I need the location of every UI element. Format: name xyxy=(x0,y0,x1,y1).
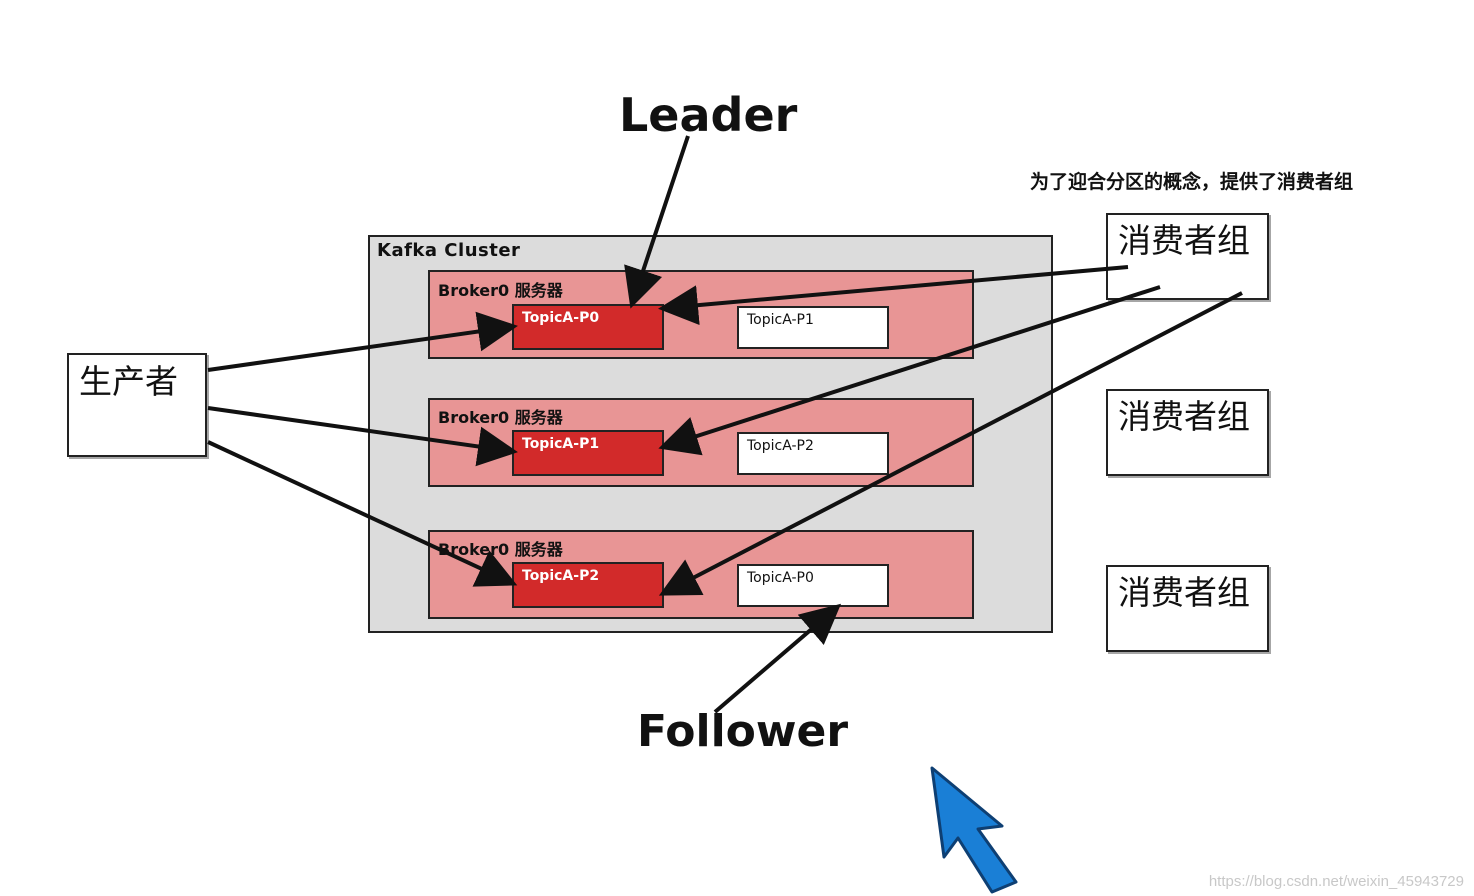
broker-0-leader-partition: TopicA-P0 xyxy=(512,304,664,350)
consumer-group-3-label: 消费者组 xyxy=(1118,573,1250,612)
broker-0-follower-partition: TopicA-P1 xyxy=(737,306,889,349)
broker-2-follower-partition: TopicA-P0 xyxy=(737,564,889,607)
broker-1-label: Broker0 服务器 xyxy=(438,408,563,427)
arrow-leader-label xyxy=(624,135,690,309)
consumer-group-1: 消费者组 xyxy=(1106,213,1269,300)
arrow-producer-to-p2 xyxy=(207,440,518,587)
broker-0-label: Broker0 服务器 xyxy=(438,281,563,300)
consumer-group-note: 为了迎合分区的概念，提供了消费者组 xyxy=(1030,171,1354,193)
arrow-consumer-to-p1 xyxy=(658,285,1161,456)
producer-label: 生产者 xyxy=(79,362,178,401)
broker-1-follower-partition: TopicA-P2 xyxy=(737,432,889,475)
broker-2-label: Broker0 服务器 xyxy=(438,540,563,559)
arrow-follower-label xyxy=(713,603,842,714)
producer-box: 生产者 xyxy=(67,353,207,457)
leader-label: Leader xyxy=(619,88,798,142)
broker-1-leader-partition: TopicA-P1 xyxy=(512,430,664,476)
arrow-consumer-to-p2 xyxy=(658,291,1243,596)
consumer-group-3: 消费者组 xyxy=(1106,565,1269,652)
consumer-group-2-label: 消费者组 xyxy=(1118,397,1250,436)
arrow-producer-to-p1 xyxy=(207,406,518,467)
broker-2-leader-partition: TopicA-P2 xyxy=(512,562,664,608)
consumer-group-1-label: 消费者组 xyxy=(1118,221,1250,260)
watermark: https://blog.csdn.net/weixin_45943729 xyxy=(1208,873,1464,890)
arrow-producer-to-p0 xyxy=(207,311,518,372)
cluster-label: Kafka Cluster xyxy=(377,240,521,261)
follower-label: Follower xyxy=(637,706,849,757)
arrow-consumer-to-p0 xyxy=(658,265,1129,326)
mouse-pointer-icon xyxy=(930,766,1018,894)
consumer-group-2: 消费者组 xyxy=(1106,389,1269,476)
